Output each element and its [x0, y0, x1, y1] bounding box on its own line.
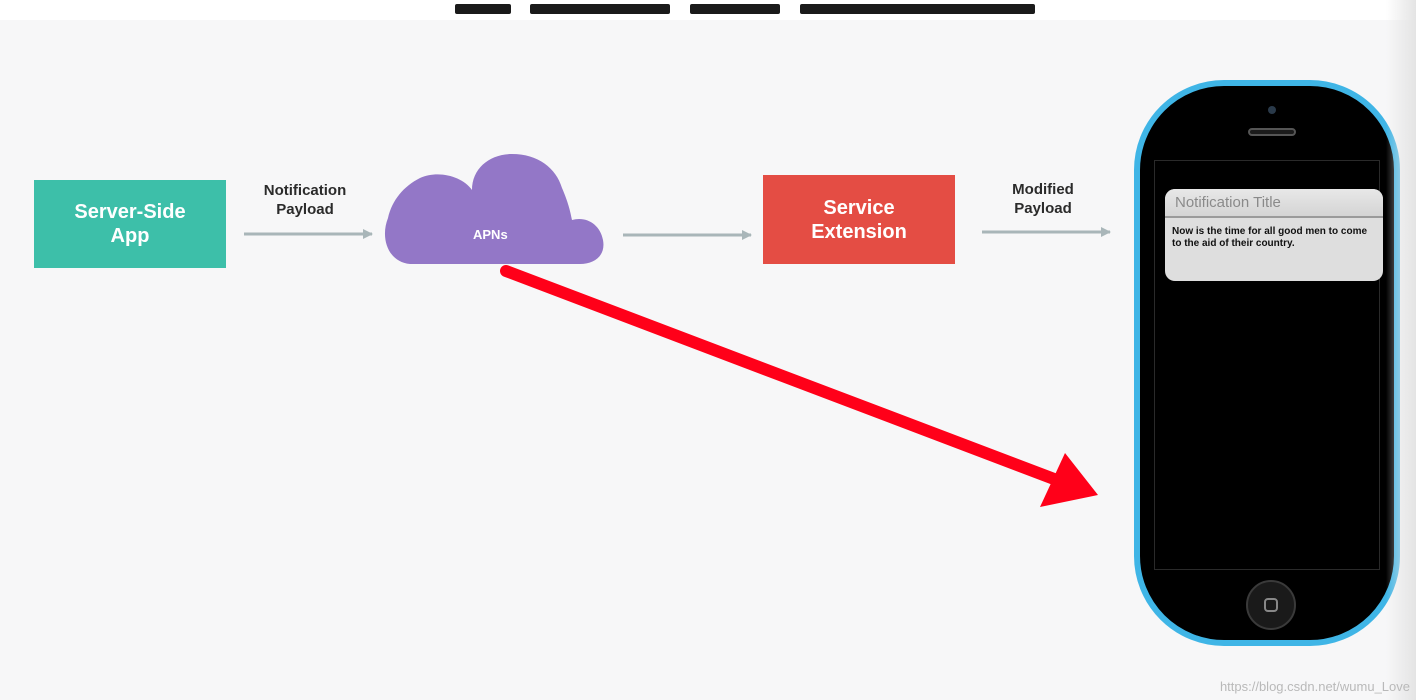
header-fragment: [800, 4, 1035, 14]
header-fragment: [690, 4, 780, 14]
apns-cloud: [384, 154, 604, 264]
red-highlight-arrow: [500, 265, 1098, 507]
page-edge-shadow: [1386, 0, 1416, 700]
notification-title: Notification Title: [1165, 189, 1383, 218]
edge-label-line2: Payload: [276, 201, 334, 218]
edge-label-line1: Modified: [1012, 181, 1074, 198]
watermark: https://blog.csdn.net/wumu_Love: [1219, 679, 1410, 694]
home-square-icon: [1264, 598, 1278, 612]
server-label-line2: App: [110, 225, 150, 247]
notification-banner[interactable]: Notification Title Now is the time for a…: [1165, 189, 1383, 281]
notification-body: Now is the time for all good men to come…: [1172, 226, 1368, 249]
apns-label: APNs: [473, 227, 508, 242]
server-side-app-node: Server-Side App: [34, 180, 226, 268]
extension-label-line1: Service: [823, 196, 895, 219]
cropped-header-text: [0, 0, 1416, 20]
header-fragment: [455, 4, 511, 14]
header-fragment: [530, 4, 670, 14]
server-label-line1: Server-Side: [74, 201, 186, 223]
phone-screen: Notification Title Now is the time for a…: [1154, 160, 1383, 570]
iphone-device: Notification Title Now is the time for a…: [1134, 80, 1400, 646]
notification-payload-label: Notification Payload: [240, 181, 370, 219]
extension-label-line2: Extension: [811, 220, 907, 243]
speaker-grille: [1248, 128, 1296, 136]
modified-payload-label: Modified Payload: [982, 180, 1104, 218]
edge-label-line1: Notification: [263, 182, 347, 199]
service-extension-node: Service Extension: [763, 175, 955, 264]
edge-label-line2: Payload: [1014, 200, 1072, 217]
camera-icon: [1268, 106, 1276, 114]
home-button[interactable]: [1246, 580, 1296, 630]
